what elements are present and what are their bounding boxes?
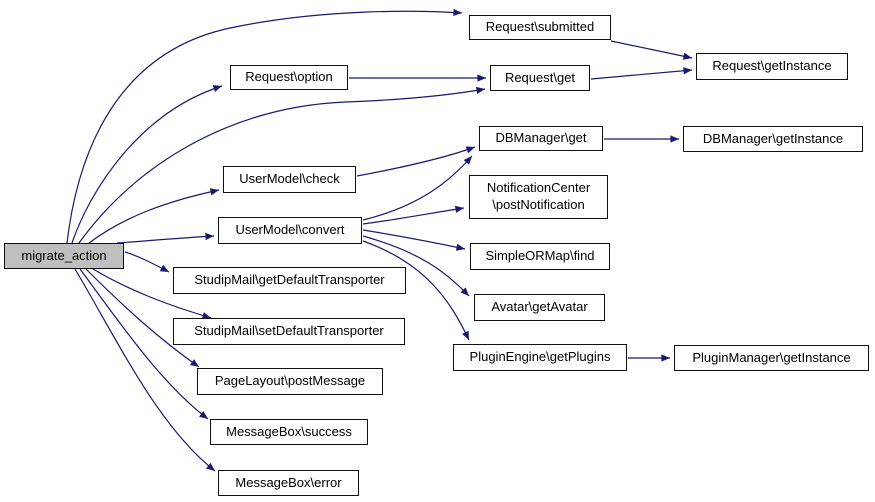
edge-migrate_action-to-usermodel_check (88, 188, 220, 244)
node-messagebox-success[interactable]: MessageBox\success (210, 419, 368, 445)
node-simpleormap-find[interactable]: SimpleORMap\find (470, 243, 610, 270)
node-request-option[interactable]: Request\option (230, 65, 348, 90)
edge-migrate_action-to-studipmail_setdefaulttransporter (92, 268, 212, 319)
node-messagebox-error[interactable]: MessageBox\error (218, 470, 359, 496)
node-pluginmanager-getinstance[interactable]: PluginManager\getInstance (674, 345, 869, 371)
edge-request_submitted-to-request_getinstance (610, 40, 693, 60)
node-avatar-getavatar[interactable]: Avatar\getAvatar (474, 294, 605, 321)
node-usermodel-check[interactable]: UserModel\check (223, 166, 356, 193)
node-request-get[interactable]: Request\get (490, 65, 590, 91)
edge-migrate_action-to-request_option (71, 85, 223, 244)
edge-request_get-to-request_getinstance (590, 67, 693, 80)
node-pluginengine-getplugins[interactable]: PluginEngine\getPlugins (453, 344, 627, 371)
node-notificationcenter-postnotification[interactable]: NotificationCenter \postNotification (469, 175, 608, 219)
edge-usermodel_convert-to-avatar_getavatar (362, 235, 470, 297)
node-studipmail-setdefaulttransporter[interactable]: StudipMail\setDefaultTransporter (173, 318, 405, 345)
edge-usermodel_convert-to-notificationcenter_postnotification (362, 205, 465, 225)
edge-migrate_action-to-usermodel_convert (116, 232, 215, 244)
node-dbmanager-get[interactable]: DBManager\get (479, 126, 603, 151)
node-pagelayout-postmessage[interactable]: PageLayout\postMessage (197, 368, 383, 395)
edge-migrate_action-to-studipmail_getdefaulttransporter (124, 251, 170, 273)
edge-migrate_action-to-messagebox_success (79, 268, 209, 420)
edge-usermodel_check-to-dbmanager_get (356, 146, 476, 177)
edge-migrate_action-to-pagelayout_postmessage (85, 268, 200, 368)
edge-usermodel_convert-to-pluginengine_getplugins (362, 240, 470, 341)
node-studipmail-getdefaulttransporter[interactable]: StudipMail\getDefaultTransporter (173, 267, 406, 294)
node-dbmanager-getinstance[interactable]: DBManager\getInstance (683, 126, 863, 152)
edge-migrate_action-to-messagebox_error (74, 268, 216, 472)
node-request-getinstance[interactable]: Request\getInstance (696, 53, 848, 80)
edge-usermodel_convert-to-dbmanager_get (362, 155, 473, 221)
edge-usermodel_convert-to-simpleormap_find (362, 229, 466, 251)
node-request-submitted[interactable]: Request\submitted (469, 15, 611, 40)
edge-migrate_action-to-request_get (78, 86, 486, 244)
node-migrate-action: migrate_action (4, 243, 124, 269)
edge-migrate_action-to-request_submitted (66, 8, 463, 244)
node-usermodel-convert[interactable]: UserModel\convert (218, 217, 362, 244)
